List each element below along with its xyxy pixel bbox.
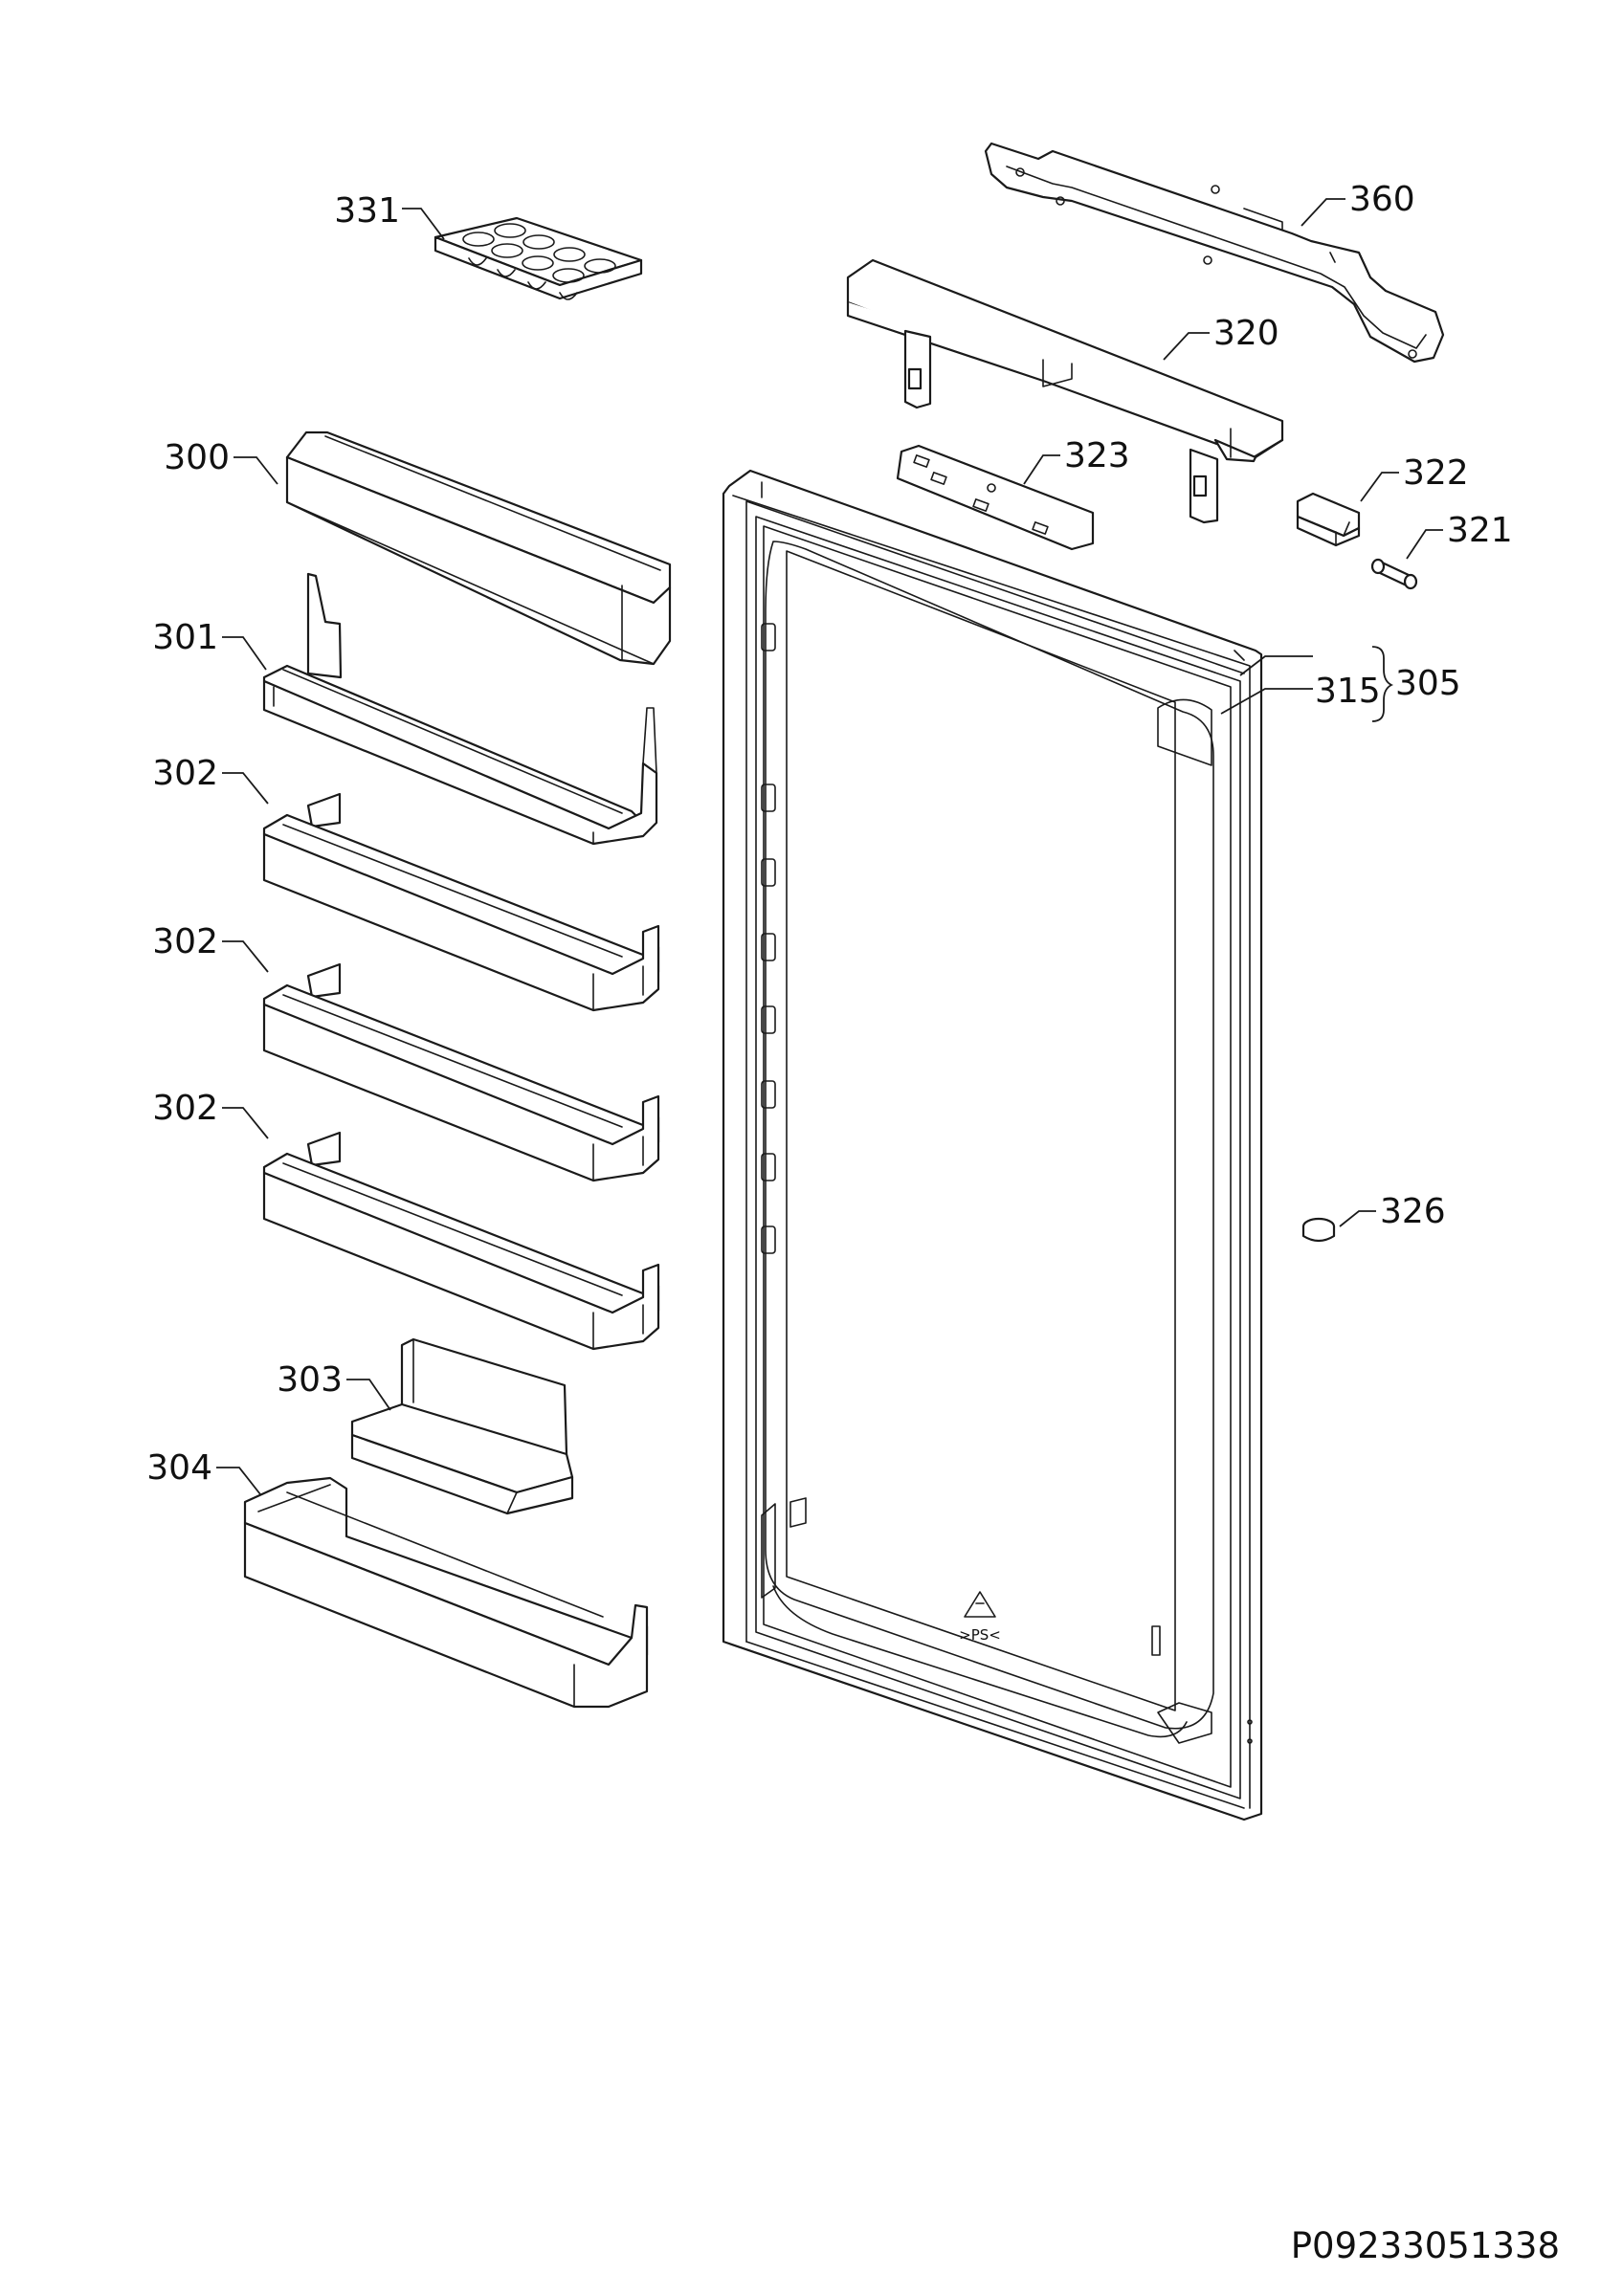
balcony-shelf-part-302-c bbox=[262, 1131, 660, 1351]
callout-322: 322 bbox=[1403, 453, 1469, 493]
callout-320: 320 bbox=[1213, 314, 1279, 353]
callout-331: 331 bbox=[334, 191, 400, 231]
leader-lines bbox=[216, 198, 1443, 1495]
drawing-number: P09233051338 bbox=[1291, 2225, 1560, 2266]
callout-321: 321 bbox=[1447, 511, 1513, 550]
top-cover-part-320 bbox=[846, 258, 1284, 524]
small-bin-part-303 bbox=[350, 1337, 574, 1515]
callout-301: 301 bbox=[152, 618, 218, 657]
egg-tray-part-331 bbox=[434, 216, 643, 300]
callout-302-b: 302 bbox=[152, 922, 218, 961]
recycling-marking: >PS< bbox=[959, 1626, 1001, 1644]
callout-302-c: 302 bbox=[152, 1089, 218, 1128]
callout-360: 360 bbox=[1349, 180, 1415, 219]
callout-303: 303 bbox=[277, 1360, 343, 1400]
callout-323: 323 bbox=[1064, 436, 1130, 475]
callout-302-a: 302 bbox=[152, 754, 218, 793]
hinge-bracket-part-360 bbox=[984, 142, 1445, 364]
plug-part-326 bbox=[1301, 1217, 1336, 1243]
callout-labels: 331 300 301 302 302 302 303 304 360 320 … bbox=[146, 180, 1512, 1488]
callout-305: 305 bbox=[1395, 664, 1461, 703]
bottle-bin-part-304 bbox=[243, 1476, 649, 1709]
hinge-pin-part-321 bbox=[1370, 558, 1418, 590]
callout-326: 326 bbox=[1380, 1192, 1446, 1231]
hinge-cover-part-322 bbox=[1296, 492, 1361, 547]
callout-315: 315 bbox=[1315, 672, 1381, 711]
callout-300: 300 bbox=[164, 438, 230, 477]
callout-304: 304 bbox=[146, 1448, 212, 1488]
door-assembly-part-305: >PS< bbox=[722, 469, 1263, 1821]
balcony-shelf-part-301 bbox=[262, 572, 658, 846]
bracket-plate-part-323 bbox=[896, 444, 1095, 551]
balcony-shelf-part-302-a bbox=[262, 792, 660, 1012]
balcony-shelf-part-302-b bbox=[262, 962, 660, 1182]
shelf-lid-part-300 bbox=[285, 430, 672, 666]
